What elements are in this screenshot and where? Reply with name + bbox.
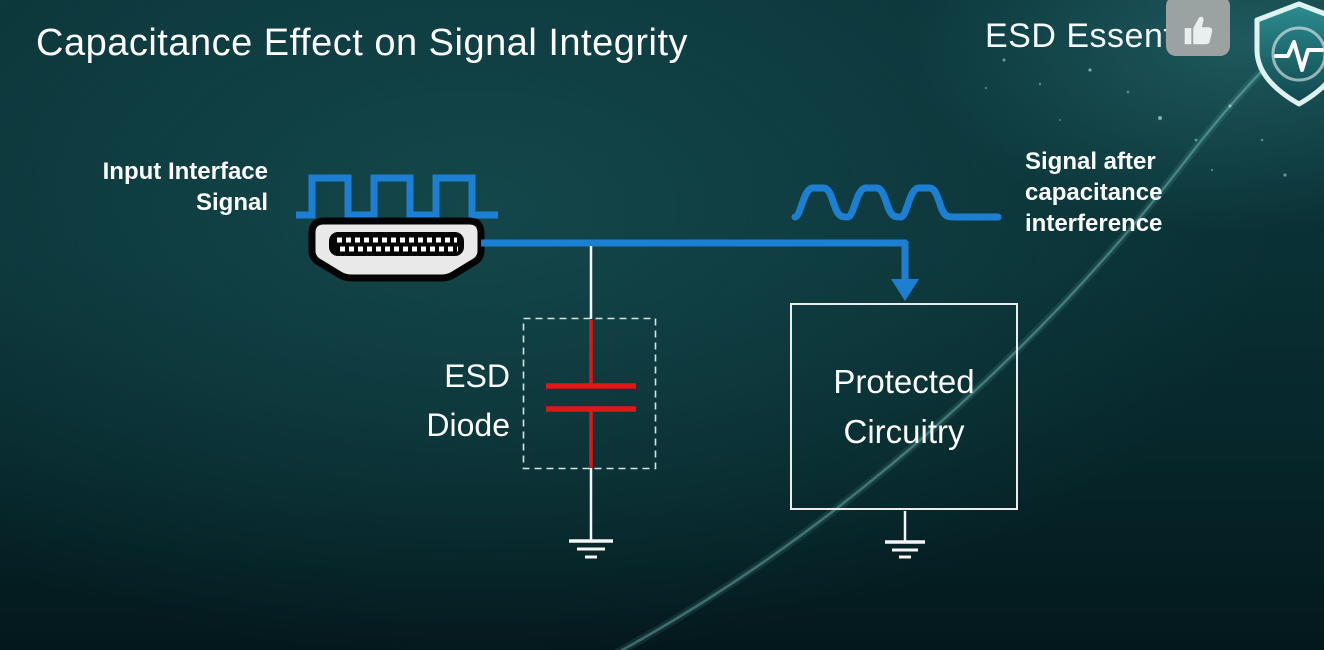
input-signal-label-line: Signal xyxy=(195,189,268,216)
esd-diode-label-line: ESD xyxy=(444,358,510,394)
hdmi-connector-icon xyxy=(308,217,485,282)
input-signal-label-line: Input Interface xyxy=(102,158,268,185)
rounded-wave-icon xyxy=(791,184,1002,221)
page-title: Capacitance Effect on Signal Integrity xyxy=(36,22,689,64)
output-signal-label-line: interference xyxy=(1025,210,1163,237)
shield-pulse-icon xyxy=(1254,1,1324,107)
square-wave-icon xyxy=(296,174,498,219)
protected-circuitry-label-line: Circuitry xyxy=(843,412,965,450)
esd-diode-dashed-box xyxy=(522,317,657,470)
output-signal-label-line: capacitance xyxy=(1025,179,1163,206)
output-signal-label: Signal after capacitance interference xyxy=(1025,146,1215,239)
thumbs-up-button xyxy=(1166,0,1230,56)
esd-diode-capacitor-symbol xyxy=(546,320,636,468)
output-signal-label-line: Signal after xyxy=(1025,148,1156,175)
esd-diode-label: ESD Diode xyxy=(370,352,510,450)
arrow-down-icon xyxy=(891,279,919,301)
brand-shield-badge xyxy=(1244,0,1324,108)
protected-circuitry-box: Protected Circuitry xyxy=(790,303,1018,510)
ground-symbol-icon xyxy=(885,540,925,559)
thumbs-up-icon xyxy=(1184,16,1213,45)
ground-symbol-icon xyxy=(569,539,613,559)
sparkle-dots-icon xyxy=(984,38,1287,177)
esd-diode-label-line: Diode xyxy=(426,407,510,443)
protected-circuitry-label-line: Protected xyxy=(833,362,975,400)
input-signal-label: Input Interface Signal xyxy=(58,156,268,218)
